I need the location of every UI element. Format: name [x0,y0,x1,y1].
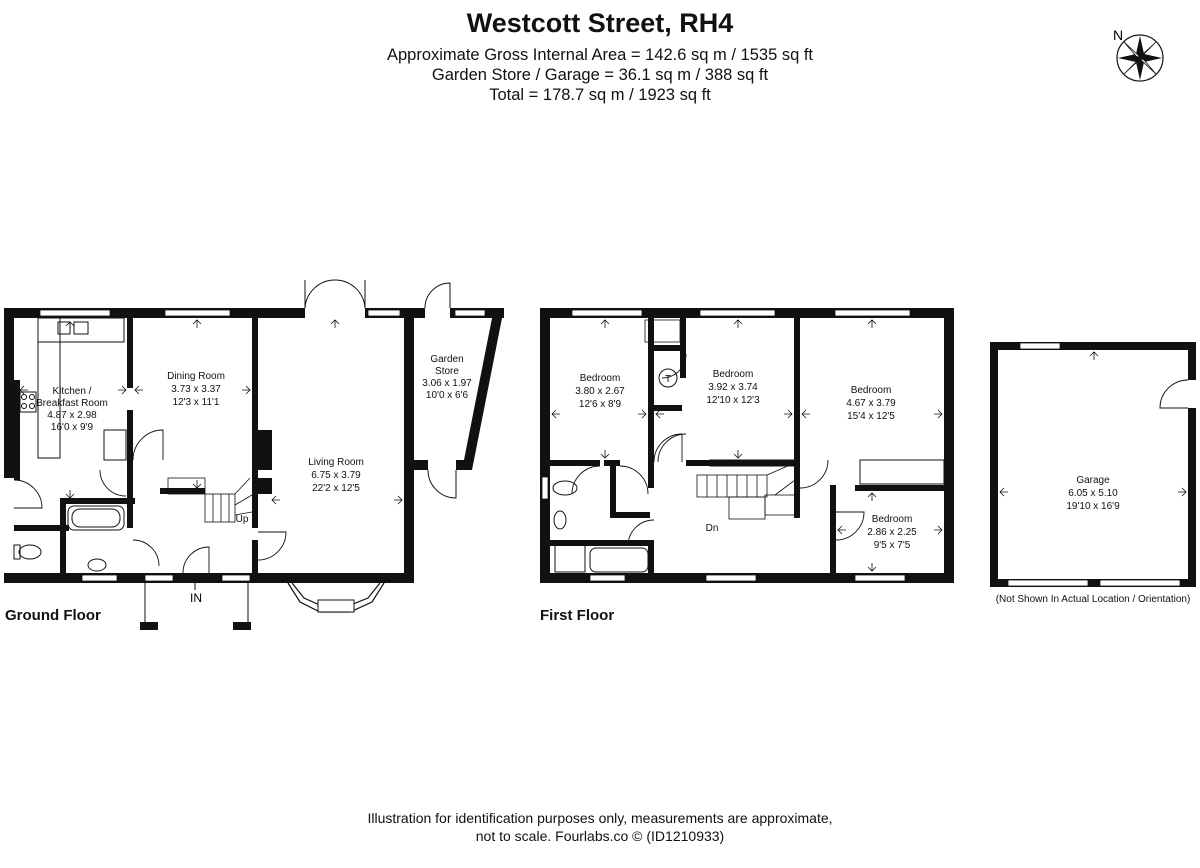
compass-icon [1116,34,1164,82]
ground-stair-label: Up [236,514,249,525]
garden-store-garage-area: Garden Store / Garage = 36.1 sq m / 388 … [431,66,769,84]
bedroom3-imperial: 15'4 x 12'5 [847,411,895,422]
store-imperial: 10'0 x 6'6 [426,390,469,401]
cylinder-label: T [665,374,671,385]
garage-location-note: (Not Shown In Actual Location / Orientat… [996,594,1191,605]
first-floor-label: First Floor [540,607,614,624]
bedroom1-name: Bedroom [580,373,621,384]
dining-metric: 3.73 x 3.37 [171,384,221,395]
living-name: Living Room [308,457,364,468]
ground-floor-plan [4,279,414,630]
bedroom2-imperial: 12'10 x 12'3 [706,395,760,406]
disclaimer-line1: Illustration for identification purposes… [367,810,833,826]
kitchen-name-line1: Kitchen / [53,386,92,397]
garage-imperial: 19'10 x 16'9 [1066,501,1120,512]
total-area: Total = 178.7 sq m / 1923 sq ft [489,86,711,104]
ground-floor-label: Ground Floor [5,607,101,624]
bedroom4-name: Bedroom [872,514,913,525]
bedroom3-metric: 4.67 x 3.79 [846,398,896,409]
dining-name: Dining Room [167,371,225,382]
plan-title: Westcott Street, RH4 [466,8,734,38]
store-name-line1: Garden [430,354,463,365]
garage-name: Garage [1076,475,1110,486]
garage-metric: 6.05 x 5.10 [1068,488,1118,499]
gross-internal-area: Approximate Gross Internal Area = 142.6 … [386,46,814,64]
bedroom3-name: Bedroom [851,385,892,396]
bedroom4-imperial: 9'5 x 7'5 [874,540,911,551]
first-floor-plan: T [540,308,954,583]
living-imperial: 22'2 x 12'5 [312,483,360,494]
store-name-line2: Store [435,366,459,377]
bedroom2-name: Bedroom [713,369,754,380]
living-metric: 6.75 x 3.79 [311,470,361,481]
kitchen-metric: 4.87 x 2.98 [47,410,97,421]
kitchen-name-line2: Breakfast Room [36,398,108,409]
compass-north-label: N [1113,27,1123,43]
bedroom1-metric: 3.80 x 2.67 [575,386,625,397]
garage-plan [990,342,1196,587]
bedroom1-imperial: 12'6 x 8'9 [579,399,622,410]
garden-store-plan [413,282,504,499]
bedroom2-metric: 3.92 x 3.74 [708,382,758,393]
kitchen-imperial: 16'0 x 9'9 [51,422,94,433]
disclaimer-line2: not to scale. Fourlabs.co © (ID1210933) [475,828,725,844]
bedroom4-metric: 2.86 x 2.25 [867,527,917,538]
entrance-label: IN [190,591,202,605]
first-stair-label: Dn [706,523,719,534]
store-metric: 3.06 x 1.97 [422,378,472,389]
dining-imperial: 12'3 x 11'1 [172,397,219,408]
